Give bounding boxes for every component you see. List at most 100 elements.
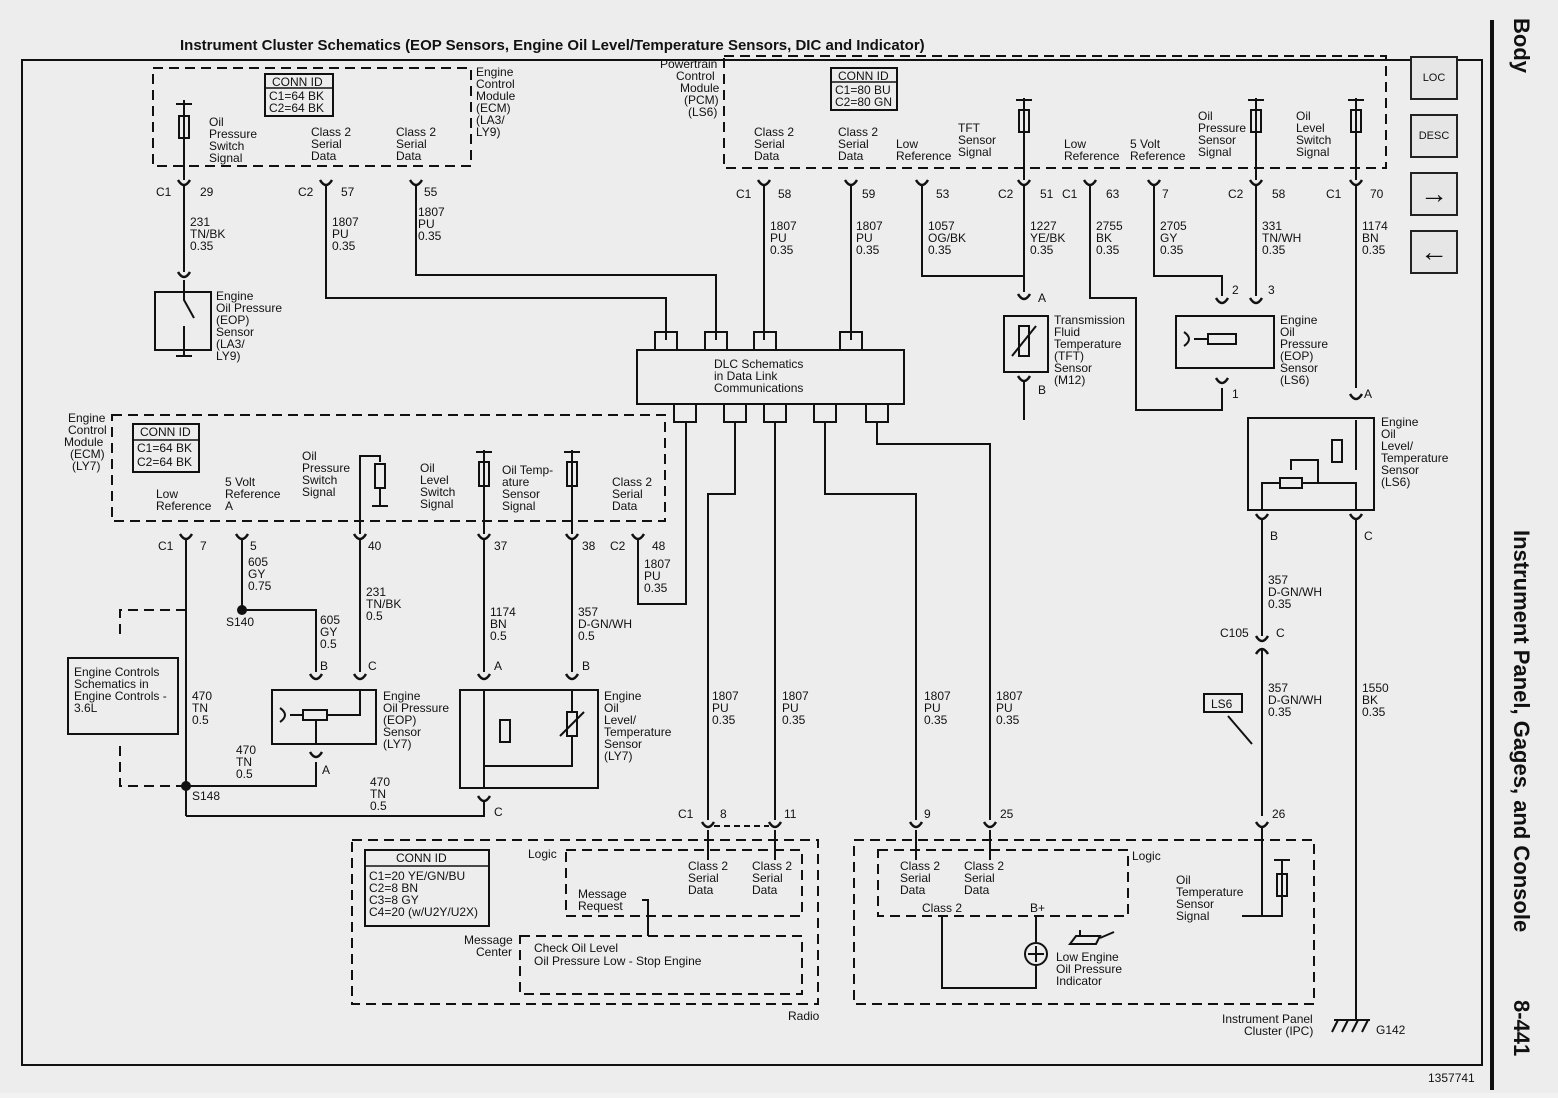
svg-text:Oil: Oil: [604, 701, 619, 715]
wire-label: 0.35: [418, 229, 442, 243]
conn-line: C2=64 BK: [137, 455, 192, 469]
message-request-label: Request: [578, 899, 623, 913]
eolt-sensor-ls6-label: Engine Oil Level/ Temperature Sensor (LS…: [1381, 415, 1449, 489]
pin-label: 7: [200, 539, 207, 553]
signal-label: Serial: [752, 871, 783, 885]
connector-label: C2: [298, 185, 314, 199]
thermistor-icon: [1018, 325, 1030, 357]
signal-label: Serial: [612, 487, 643, 501]
level-switch-icon: [1331, 439, 1343, 463]
conn-id-header: CONN ID: [396, 851, 447, 865]
pin-label: 48: [652, 539, 666, 553]
ecm-ly7-name: Engine Control Module (ECM) (LY7): [64, 411, 107, 473]
pcm-box: [723, 55, 1387, 169]
svg-text:Oil Pressure: Oil Pressure: [383, 701, 449, 715]
pin-label: 1: [1232, 387, 1239, 401]
ground-icon: [1331, 1019, 1370, 1033]
wire-label: 1807: [782, 689, 809, 703]
svg-text:(PCM): (PCM): [684, 93, 719, 107]
signal-label: Serial: [754, 137, 785, 151]
signal-label: Reference: [896, 149, 952, 163]
wire-label: 0.35: [1362, 243, 1386, 257]
svg-text:Communications: Communications: [714, 381, 803, 395]
wire-label: 0.35: [1268, 597, 1292, 611]
svg-text:Temperature: Temperature: [604, 725, 672, 739]
conn-line: C2=80 GN: [835, 95, 892, 109]
wire-label: 1550: [1362, 681, 1389, 695]
signal-label: 5 Volt: [225, 475, 256, 489]
svg-text:Engine: Engine: [216, 289, 254, 303]
side-chapter-title: Instrument Panel, Gages, and Console: [1509, 530, 1534, 932]
svg-text:Fluid: Fluid: [1054, 325, 1080, 339]
wire-label: PU: [924, 701, 941, 715]
conn-id-header: CONN ID: [838, 69, 889, 83]
pin-label: A: [322, 763, 330, 777]
schematic-title: Instrument Cluster Schematics (EOP Senso…: [180, 37, 925, 54]
signal-label: Data: [754, 149, 780, 163]
svg-text:(EOP): (EOP): [216, 313, 249, 327]
svg-text:Pressure: Pressure: [1280, 337, 1328, 351]
loc-label: LOC: [1422, 72, 1446, 84]
svg-text:Temperature: Temperature: [1054, 337, 1122, 351]
conn-line: C1=64 BK: [137, 441, 192, 455]
signal-label: Sensor: [1176, 897, 1214, 911]
ground-label: G142: [1376, 1023, 1406, 1037]
pin-label: 26: [1272, 807, 1286, 821]
wire-label: 0.35: [1362, 705, 1386, 719]
signal-label: Serial: [688, 871, 719, 885]
signal-label: Switch: [209, 139, 244, 153]
ipc-box: [853, 839, 1315, 1005]
pcm-conn-id: [830, 67, 898, 111]
arrow-left-icon: ←: [1420, 236, 1448, 267]
pin-label: 3: [1268, 283, 1275, 297]
signal-label: Oil: [209, 115, 224, 129]
pin-label: 57: [341, 185, 355, 199]
pin-label: 38: [582, 539, 596, 553]
resistor-icon: [478, 461, 490, 487]
indicator-label: Low Engine: [1056, 950, 1119, 964]
signal-label: Serial: [964, 871, 995, 885]
prev-page-button[interactable]: ←: [1410, 230, 1458, 274]
pin-label: B: [582, 659, 590, 673]
dlc-label: DLC Schematics in Data Link Communicatio…: [714, 357, 803, 395]
signal-label: Sensor: [502, 487, 540, 501]
wire-label: 231: [366, 585, 386, 599]
wire-label: 2755: [1096, 219, 1123, 233]
wire-label: BN: [490, 617, 507, 631]
wire-label: 0.35: [190, 239, 214, 253]
signal-label: Class 2: [752, 859, 792, 873]
eolt-sensor-ly7-label: Engine Oil Level/ Temperature Sensor (LY…: [604, 689, 672, 763]
signal-label: Data: [752, 883, 778, 897]
wire-label: 0.75: [248, 579, 272, 593]
side-section-title: Body: [1509, 18, 1534, 74]
signal-label: Signal: [958, 145, 991, 159]
wire-label: TN: [370, 787, 386, 801]
svg-text:Oil Pressure: Oil Pressure: [216, 301, 282, 315]
wire-label: 470: [236, 743, 256, 757]
connector-label: C1: [158, 539, 174, 553]
connector-label: C2: [610, 539, 626, 553]
signal-label: Class 2: [964, 859, 1004, 873]
pin-label: 37: [494, 539, 508, 553]
signal-label: Class 2: [396, 125, 436, 139]
ipc-label: Instrument Panel: [1222, 1012, 1313, 1026]
eolt-sensor-ls6-box: [1247, 417, 1375, 511]
signal-label: Serial: [838, 137, 869, 151]
desc-button[interactable]: DESC: [1410, 114, 1458, 158]
signal-label: Signal: [502, 499, 535, 513]
wire-label: TN/BK: [190, 227, 225, 241]
wire-label: 1807: [418, 205, 445, 219]
svg-text:Oil: Oil: [1381, 427, 1396, 441]
splice-s140: [237, 605, 247, 615]
wire-label: 0.5: [320, 637, 337, 651]
signal-label: Serial: [900, 871, 931, 885]
svg-text:in Data Link: in Data Link: [714, 369, 778, 383]
pin-label: 55: [424, 185, 438, 199]
loc-button[interactable]: LOC: [1410, 56, 1458, 100]
pin-label: 58: [1272, 187, 1286, 201]
conn-line: C3=8 GY: [369, 893, 419, 907]
svg-text:Sensor: Sensor: [216, 325, 254, 339]
next-page-button[interactable]: →: [1410, 172, 1458, 216]
resistor-icon: [178, 115, 190, 139]
